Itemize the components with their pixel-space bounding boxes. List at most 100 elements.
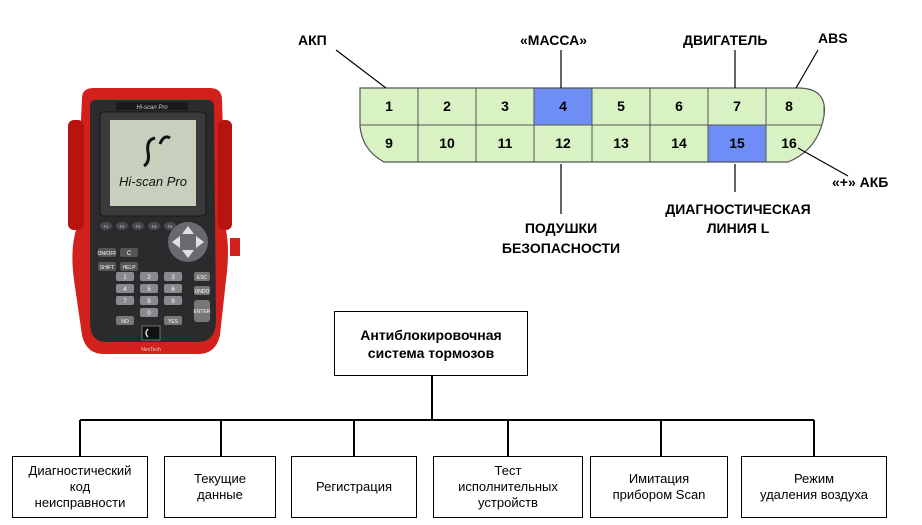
digit-key-label[interactable]: 3 (171, 275, 175, 281)
label-airbag-line1: ПОДУШКИ (524, 220, 598, 236)
tree-child-line: исполнительных (458, 479, 558, 494)
label-diag-line1: ДИАГНОСТИЧЕСКАЯ (665, 201, 811, 217)
pin-number: 12 (555, 135, 571, 151)
pin-number: 8 (785, 98, 793, 114)
connector-outline (359, 87, 826, 163)
f-key[interactable] (164, 222, 176, 230)
pin-number: 13 (613, 135, 629, 151)
digit-key-label[interactable]: 6 (171, 287, 175, 293)
pin-14 (649, 124, 709, 162)
digit-key[interactable] (140, 296, 158, 305)
arrow-down-icon[interactable] (182, 250, 194, 258)
tree-child-line: данные (197, 487, 243, 502)
key-no[interactable]: NO (121, 319, 129, 325)
digit-key[interactable] (116, 272, 134, 281)
key-help[interactable]: HELP (122, 265, 136, 271)
device-screen (110, 120, 196, 206)
pin-5 (591, 88, 651, 126)
f-key-label[interactable]: F4 (152, 224, 157, 229)
digit-key[interactable] (164, 284, 182, 293)
key-enter[interactable]: ENTER (194, 309, 211, 315)
tree-child-line: Имитация (628, 471, 690, 486)
digit-key-label[interactable]: 7 (123, 299, 127, 305)
f-key-label[interactable]: F5 (168, 224, 173, 229)
pin-number: 4 (559, 98, 567, 114)
digit-key[interactable] (140, 284, 158, 293)
label-airbag: ПОДУШКИ БЕЗОПАСНОСТИ (488, 218, 634, 258)
digit-key-label[interactable]: 1 (123, 275, 127, 281)
tree-root-box: Антиблокировочная система тормозов (334, 311, 528, 376)
arrow-up-icon[interactable] (182, 226, 194, 234)
tree-child-line: Текущие (194, 471, 246, 486)
pin-9 (360, 124, 419, 162)
key-shift[interactable]: SHIFT (100, 265, 114, 271)
pin-11 (475, 124, 535, 162)
maker-name: NexTech (141, 347, 161, 353)
f-key[interactable] (132, 222, 144, 230)
pin-number: 16 (781, 135, 797, 151)
digit-key-label[interactable]: 2 (147, 275, 151, 281)
pin-number: 3 (501, 98, 509, 114)
dpad[interactable] (168, 222, 208, 262)
label-massa: «МАССА» (520, 32, 587, 48)
pin-number: 1 (385, 98, 393, 114)
scan-device: Hi-scan Pro Hi-scan Pro F1F2F3F4F5F6 ON/… (60, 80, 240, 360)
pin-number: 10 (439, 135, 455, 151)
f-key[interactable] (116, 222, 128, 230)
tree-child-line: прибором Scan (612, 487, 706, 502)
label-akb: «+» АКБ (832, 174, 889, 190)
key-undo[interactable]: UNDO (195, 289, 210, 295)
digit-key-label[interactable]: 0 (147, 311, 151, 317)
tree-child-line: Регистрация (316, 479, 392, 494)
digit-key-label[interactable]: 9 (171, 299, 175, 305)
number-keypad[interactable]: 1 2 3 4 5 6 7 8 9 0 (116, 272, 182, 317)
key-esc[interactable]: ESC (197, 275, 208, 281)
digit-key-label[interactable]: 5 (147, 287, 151, 293)
digit-key[interactable] (164, 272, 182, 281)
f-keys[interactable]: F1F2F3F4F5F6 (100, 222, 192, 230)
label-airbag-line2: БЕЗОПАСНОСТИ (501, 240, 621, 256)
device-top-brand: Hi-scan Pro (136, 105, 168, 111)
pin-8 (765, 88, 825, 126)
device-logo-icon (143, 136, 156, 168)
tree-child-line: неисправности (34, 495, 126, 510)
key-on-off[interactable]: ON/OFF (98, 251, 117, 257)
tree-child-line: устройств (478, 495, 538, 510)
tree-child-line: код (69, 479, 91, 494)
digit-key[interactable] (116, 284, 134, 293)
label-abs: ABS (818, 30, 848, 46)
tree-child-box: Регистрация (291, 456, 417, 518)
digit-key[interactable] (164, 296, 182, 305)
f-key-label[interactable]: F1 (104, 224, 109, 229)
arrow-left-icon[interactable] (172, 236, 180, 248)
label-diag: ДИАГНОСТИЧЕСКАЯ ЛИНИЯ L (640, 200, 836, 238)
arrow-right-icon[interactable] (196, 236, 204, 248)
f-key[interactable] (148, 222, 160, 230)
pin-number: 6 (675, 98, 683, 114)
key-c[interactable]: C (127, 251, 132, 257)
digit-key-label[interactable]: 8 (147, 299, 151, 305)
tree-child-line: Диагностический (28, 463, 132, 478)
digit-key[interactable] (140, 272, 158, 281)
digit-key[interactable] (116, 296, 134, 305)
pin-number: 11 (498, 135, 513, 151)
f-key[interactable] (100, 222, 112, 230)
digit-key-label[interactable]: 4 (123, 287, 127, 293)
f-key-label[interactable]: F2 (120, 224, 125, 229)
tree-child-line: удаления воздуха (760, 487, 868, 502)
tree-root-line1: Антиблокировочная (360, 326, 502, 343)
digit-key[interactable] (140, 308, 158, 317)
maker-logo-icon (141, 325, 161, 341)
pin-13 (591, 124, 651, 162)
f-key-label[interactable]: F3 (136, 224, 141, 229)
pin-number: 15 (729, 135, 745, 151)
key-yes[interactable]: YES (168, 319, 179, 325)
device-screen-brand: Hi-scan Pro (119, 174, 187, 189)
tree-child-line: Режим (793, 471, 835, 486)
